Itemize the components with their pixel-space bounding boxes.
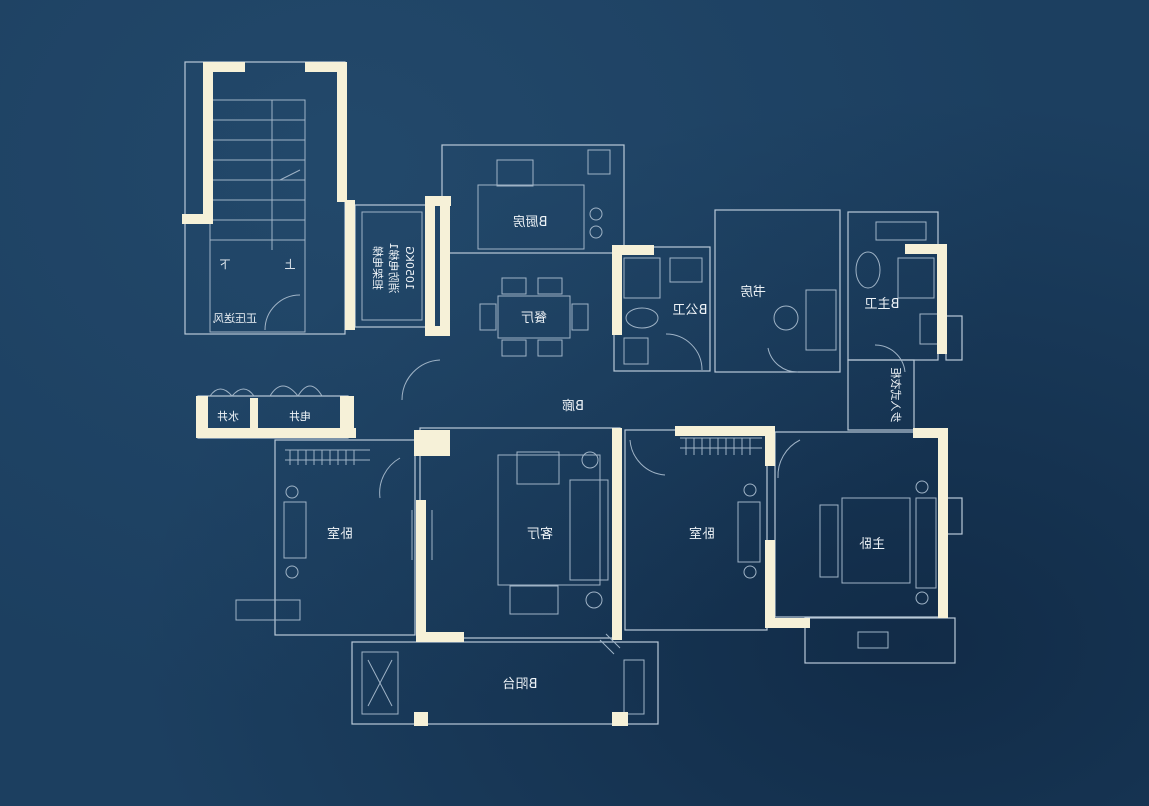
elevator-stretcher: 担架电梯 xyxy=(371,246,385,290)
room-labels: B厨房 餐厅 B公卫 书房 B主卫 B廊 客厅 卧室 卧室 主卧 B阳台 水井 … xyxy=(213,214,899,692)
room-label-public-bath: B公卫 xyxy=(673,303,708,318)
room-label-dining: 餐厅 xyxy=(521,310,547,326)
elevator-type: 消防电梯1 xyxy=(387,243,401,294)
room-label-study: 书房 xyxy=(740,284,766,300)
elevator-capacity: 1050KG xyxy=(403,246,416,290)
structural-walls xyxy=(182,62,948,726)
room-label-bedroom-left: 卧室 xyxy=(327,526,353,542)
room-label-water-well: 水井 xyxy=(217,409,239,423)
elevator-label: 1050KG 消防电梯1 担架电梯 xyxy=(371,243,416,294)
walk-in-closet-label: 步入式衣柜 xyxy=(889,368,903,423)
room-label-fire-room: 正压送风 xyxy=(213,311,257,325)
room-label-bedroom-mid: 卧室 xyxy=(689,526,715,542)
room-label-balcony: B阳台 xyxy=(503,677,538,692)
thin-walls xyxy=(184,61,963,725)
stair-down-label: 下 xyxy=(220,258,231,271)
room-label-electric-well: 电井 xyxy=(289,409,311,423)
room-label-living: 客厅 xyxy=(527,526,553,542)
room-label-corridor: B廊 xyxy=(562,398,584,414)
room-label-master-bath: B主卫 xyxy=(865,297,900,312)
room-label-master-bedroom: 主卧 xyxy=(859,537,885,552)
stair-up-label: 上 xyxy=(285,258,296,271)
room-label-kitchen: B厨房 xyxy=(513,214,548,230)
